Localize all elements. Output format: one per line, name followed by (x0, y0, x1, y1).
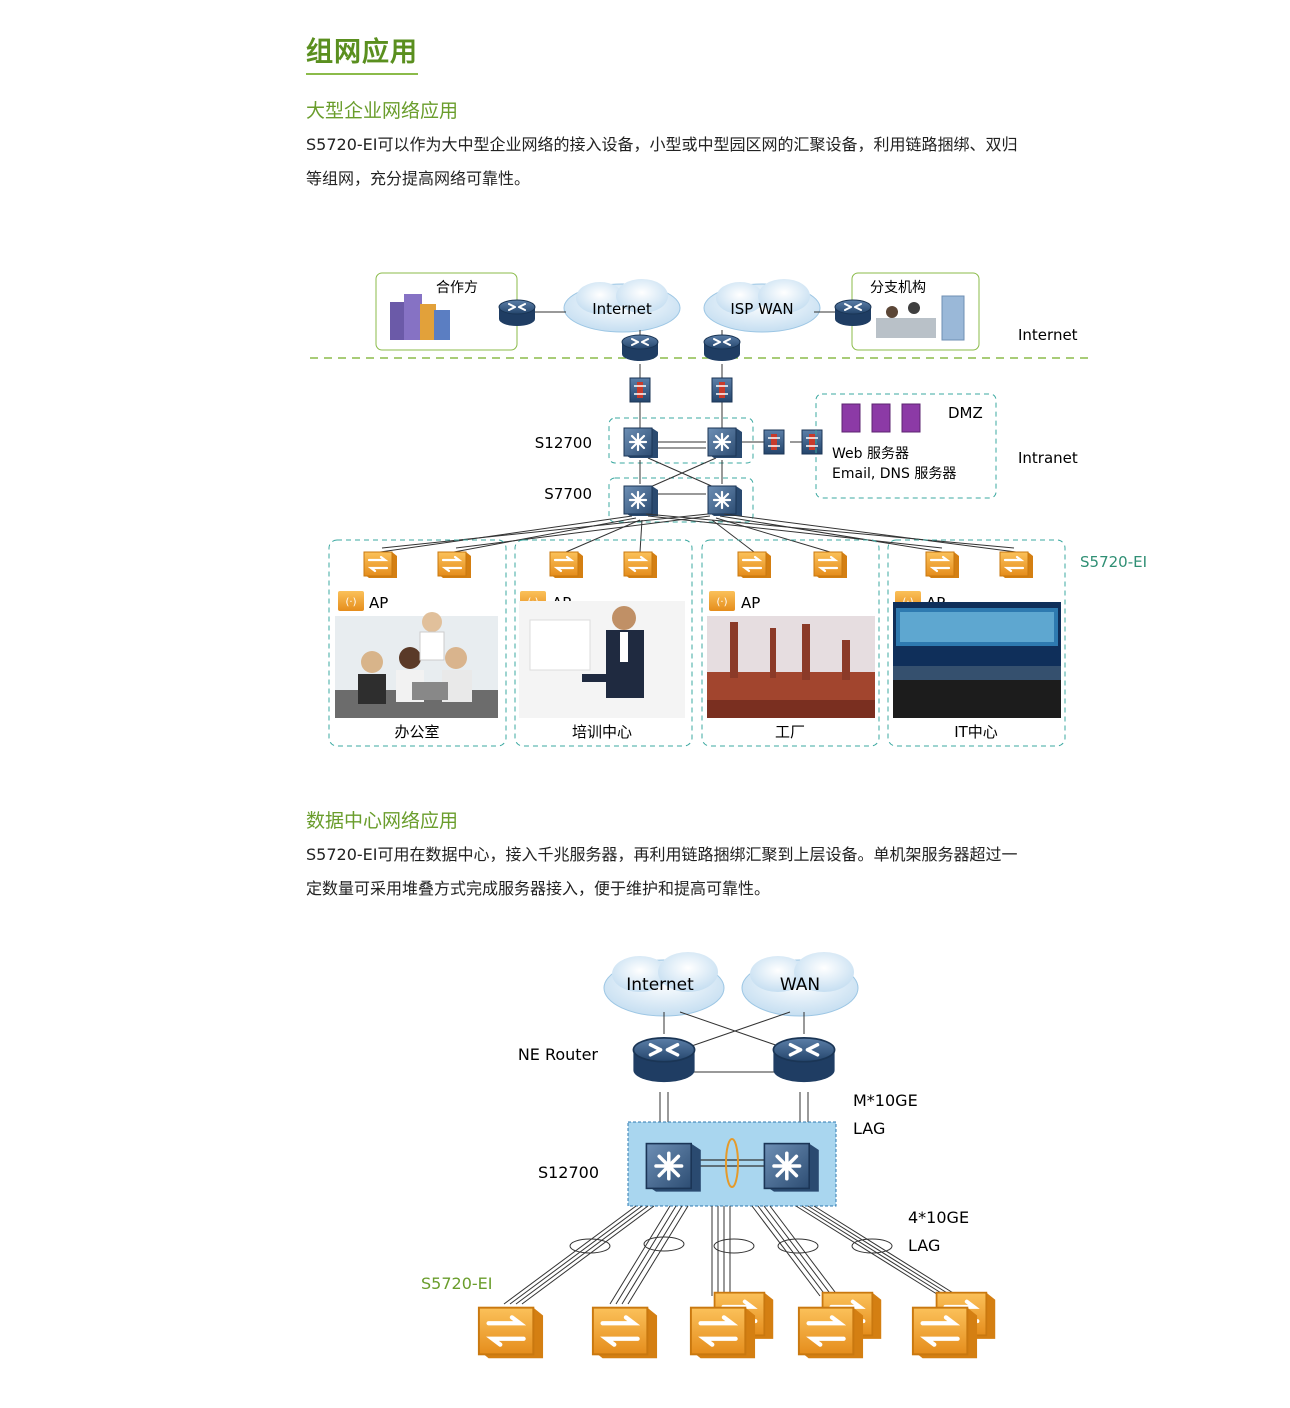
core-switch-label: S12700 (538, 1163, 599, 1182)
paragraph-line: S5720-EI可用在数据中心，接入千兆服务器，再利用链路捆绑汇聚到上层设备。单… (306, 845, 1018, 864)
ap-label: AP (741, 594, 760, 612)
dmz-box (815, 393, 997, 499)
branch-label: 分支机构 (870, 280, 926, 296)
router-label: NE Router (518, 1045, 599, 1064)
site-label: IT中心 (954, 723, 998, 741)
lag-label: LAG (908, 1236, 940, 1255)
lag-label: LAG (853, 1119, 885, 1138)
access-switch-icon (593, 1308, 657, 1359)
it-center-photo (893, 602, 1061, 718)
lag-bundle-links (503, 1205, 959, 1305)
site-label: 培训中心 (572, 723, 632, 741)
ne-router-icon (631, 1035, 697, 1085)
training-photo (519, 601, 685, 718)
page-heading: 组网应用 (306, 30, 418, 75)
paragraph-line: 等组网，充分提高网络可靠性。 (306, 169, 531, 188)
aggregation-switch-label: S7700 (544, 485, 592, 503)
factory-photo (707, 616, 875, 718)
access-switch-label: S5720-EI (421, 1274, 492, 1293)
intranet-zone-label: Intranet (1018, 449, 1078, 467)
site-label: 办公室 (394, 723, 439, 741)
lag-bundle-rings (569, 1236, 893, 1254)
ne-router-icon (771, 1035, 837, 1085)
office-photo (335, 612, 498, 718)
section-paragraph-datacenter: S5720-EI可用在数据中心，接入千兆服务器，再利用链路捆绑汇聚到上层设备。单… (306, 838, 1186, 906)
access-uplinks (379, 513, 1017, 553)
internet-cloud-label: Internet (626, 975, 694, 995)
internet-cloud-label: Internet (592, 300, 652, 318)
section-paragraph-enterprise: S5720-EI可以作为大中型企业网络的接入设备，小型或中型园区网的汇聚设备，利… (306, 128, 1186, 196)
access-switch-icon (799, 1308, 863, 1359)
partner-label: 合作方 (436, 280, 478, 296)
ap-icon: (·) (338, 591, 364, 611)
svg-text:(·): (·) (717, 597, 728, 608)
isp-wan-cloud-icon (703, 279, 821, 333)
dmz-server-icons (841, 403, 921, 433)
s12700-core-switch-icon (762, 1141, 821, 1194)
enterprise-network-diagram: 合作方 分支机构 Internet ISP WAN (310, 272, 1147, 747)
section-title-datacenter: 数据中心网络应用 (306, 810, 459, 832)
access-switch-icon (691, 1308, 755, 1359)
internet-zone-label: Internet (1018, 326, 1078, 344)
dmz-label: DMZ (948, 404, 983, 422)
lag-label: 4*10GE (908, 1208, 969, 1227)
wan-cloud-label: WAN (780, 975, 820, 995)
internet-cloud-icon (563, 279, 681, 333)
access-switch-label: S5720-EI (1080, 553, 1147, 571)
ap-label: AP (369, 594, 388, 612)
paragraph-line: S5720-EI可以作为大中型企业网络的接入设备，小型或中型园区网的汇聚设备，利… (306, 135, 1018, 154)
svg-text:(·): (·) (346, 597, 357, 608)
lag-label: M*10GE (853, 1091, 918, 1110)
access-switch-icon (913, 1308, 977, 1359)
internet-cloud-icon (603, 952, 725, 1017)
isp-wan-cloud-label: ISP WAN (730, 300, 793, 318)
ap-icon: (·) (709, 591, 735, 611)
section-title-enterprise: 大型企业网络应用 (306, 100, 459, 122)
paragraph-line: 定数量可采用堆叠方式完成服务器接入，便于维护和提高可靠性。 (306, 879, 771, 898)
dmz-mail-server-label: Email, DNS 服务器 (832, 466, 956, 482)
access-switch-icon (479, 1308, 543, 1359)
core-switch-label: S12700 (535, 434, 592, 452)
core-switch-group (608, 417, 754, 464)
dmz-web-server-label: Web 服务器 (832, 446, 909, 462)
stack-lag-ring (725, 1138, 739, 1188)
wan-cloud-icon (741, 952, 859, 1017)
aggregation-switch-group (608, 477, 754, 523)
branch-office-icon (876, 295, 965, 341)
site-label: 工厂 (775, 723, 805, 741)
s12700-core-switch-icon (644, 1141, 703, 1194)
partner-buildings-icon (390, 294, 450, 340)
